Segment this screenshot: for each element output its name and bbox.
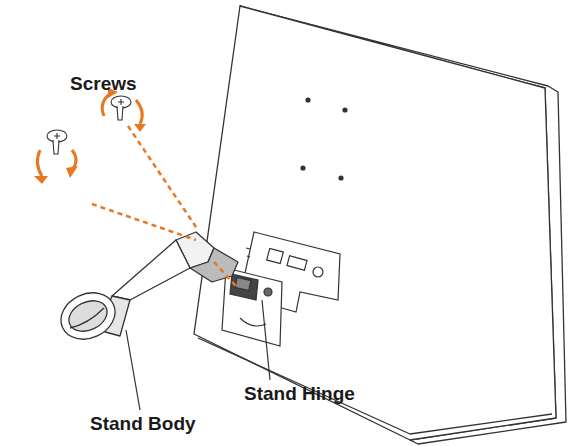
- part-label: Stand Hinge: [244, 384, 355, 405]
- rotation-arrow: [37, 92, 142, 176]
- part-label: Screws: [70, 74, 137, 95]
- guide-line: [92, 126, 236, 286]
- vesa-holes: [300, 97, 347, 180]
- screw: [47, 96, 131, 154]
- monitor-back: [194, 6, 556, 440]
- arrowhead: [34, 88, 146, 184]
- panel-bevel: [198, 338, 552, 434]
- hinge-recess: [222, 268, 282, 346]
- stand-body: [53, 232, 238, 348]
- part-label: Stand Body: [90, 414, 196, 435]
